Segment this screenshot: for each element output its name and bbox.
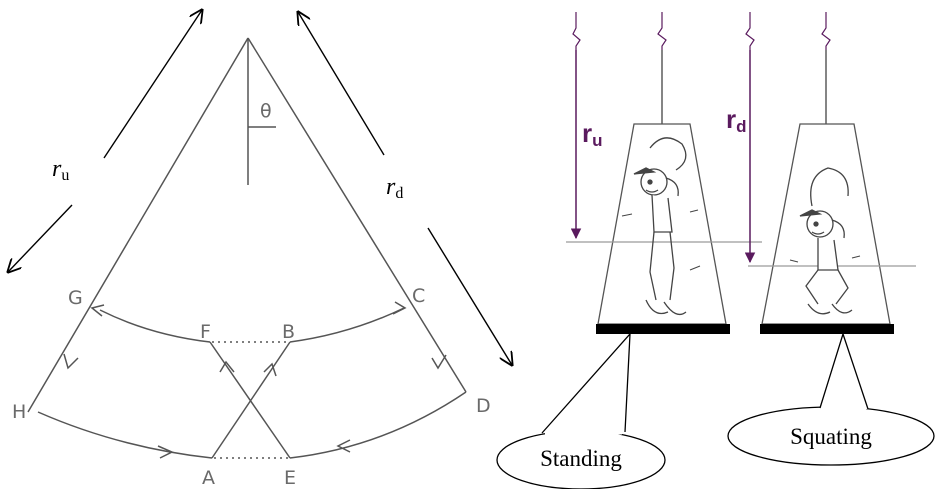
squatting-eye	[813, 221, 819, 227]
ru-label-right: ru	[582, 118, 603, 150]
rd-arrow-up	[298, 12, 385, 156]
squiggle-3	[745, 12, 755, 50]
squatting-torso	[817, 238, 839, 271]
rd-arrow-down	[427, 227, 512, 365]
squatting-feet	[807, 303, 853, 315]
standing-backpack	[665, 177, 679, 197]
line-e-f	[209, 341, 291, 459]
rd-label-left: rd	[386, 174, 403, 202]
right-swing-diagram: ru rd	[496, 12, 935, 489]
arrowhead-left-edge	[63, 353, 79, 370]
point-label-f: F	[200, 321, 211, 343]
caption-squatting: Squating	[790, 424, 872, 449]
sector-left-edge	[27, 37, 249, 413]
theta-label: θ	[260, 100, 272, 122]
arc-h-a	[37, 411, 213, 459]
arc-b-c	[289, 307, 405, 343]
arrowhead-h-a	[157, 445, 174, 459]
point-label-a: A	[202, 467, 215, 489]
standing-cap	[633, 167, 657, 175]
arrowhead-e-f	[219, 360, 235, 373]
point-label-h: H	[12, 401, 26, 423]
sector-right-edge	[247, 37, 467, 393]
standing-mouth	[645, 189, 659, 193]
arrowhead-a-b	[263, 362, 277, 377]
ru-arrow-down	[8, 204, 73, 272]
standing-eye	[647, 179, 653, 185]
ru-label-left: ru	[52, 156, 69, 184]
squiggle-4	[821, 12, 831, 50]
standing-motion-marks	[621, 209, 701, 271]
callout-squatting-tail	[819, 331, 869, 410]
squatting-person	[789, 167, 861, 315]
arrowhead-c	[392, 301, 407, 315]
caption-standing: Standing	[540, 446, 622, 471]
standing-arm-up	[649, 137, 687, 171]
squiggle-1	[572, 12, 581, 50]
ru-arrow-up	[103, 10, 202, 159]
squatting-arm-up	[810, 167, 849, 207]
rope-squiggles	[572, 12, 831, 50]
squatting-motion-marks	[789, 255, 861, 263]
squatting-backpack	[831, 219, 845, 239]
arrowhead-g	[90, 304, 105, 317]
line-a-b	[211, 341, 291, 459]
point-label-g: G	[68, 287, 83, 309]
standing-torso	[651, 194, 673, 233]
point-label-c: C	[412, 285, 425, 307]
callout-standing-tail	[541, 332, 631, 434]
standing-feet	[645, 299, 687, 316]
seat-standing	[596, 324, 730, 334]
squatting-cap	[799, 209, 823, 217]
arrowhead-right-edge	[431, 354, 447, 370]
squatting-mouth	[811, 231, 825, 235]
squatting-legs	[805, 269, 849, 305]
arrowhead-e-d	[336, 439, 351, 453]
point-label-e: E	[284, 467, 296, 489]
standing-person	[621, 137, 701, 316]
squatting-head	[806, 210, 834, 238]
point-label-d: D	[476, 395, 491, 417]
seat-squatting	[760, 324, 894, 334]
standing-head	[640, 168, 668, 196]
squiggle-2	[657, 12, 667, 50]
arc-g-f	[99, 309, 211, 343]
standing-legs	[649, 231, 675, 301]
left-swing-diagram: θ G C F B H D A E ru	[8, 10, 512, 489]
rd-label-right: rd	[726, 104, 747, 136]
point-label-b: B	[282, 321, 295, 343]
arc-e-d	[289, 391, 467, 459]
